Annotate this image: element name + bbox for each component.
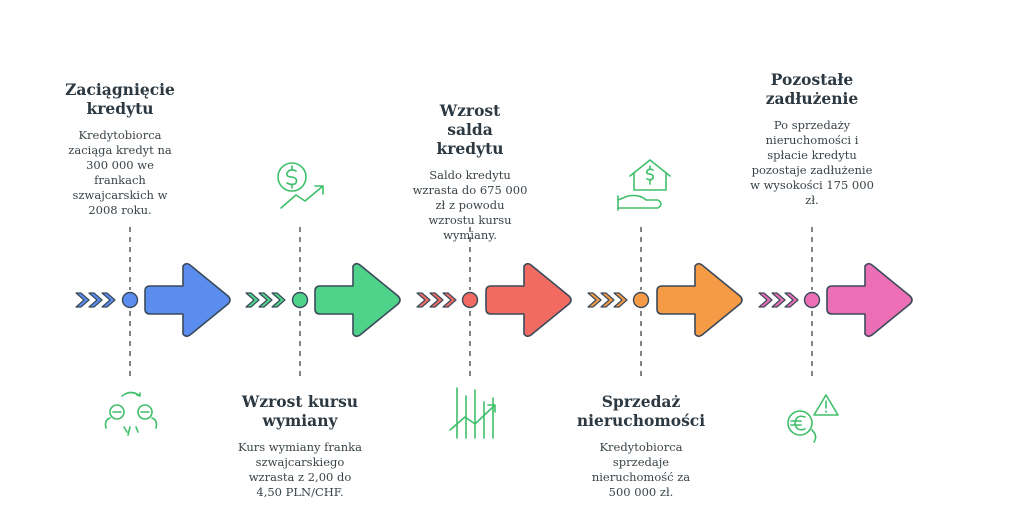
step-1-node bbox=[121, 291, 139, 309]
step-1-description: Kredytobiorca zaciąga kredyt na 300 000 … bbox=[68, 128, 172, 217]
step-3-node bbox=[461, 291, 479, 309]
step-4-chevrons bbox=[587, 292, 628, 308]
step-5-node bbox=[803, 291, 821, 309]
step-3-arrow bbox=[485, 262, 572, 338]
step-4-arrow bbox=[656, 262, 743, 338]
growth-bars-icon bbox=[449, 387, 496, 439]
step-1-title: Zaciągnięcie kredytu bbox=[65, 80, 175, 118]
step-5-arrow bbox=[826, 262, 913, 338]
step-5-block: Pozostałe zadłużenie Po sprzedaży nieruc… bbox=[737, 70, 887, 208]
step-5-chevrons bbox=[758, 292, 799, 308]
step-4-node bbox=[632, 291, 650, 309]
euro-warning-icon bbox=[787, 394, 839, 443]
step-1-block: Zaciągnięcie kredytu Kredytobiorca zacią… bbox=[45, 80, 195, 218]
step-2-chevrons bbox=[245, 292, 286, 308]
step-2-node bbox=[291, 291, 309, 309]
step-3-block: Wzrost salda kredytu Saldo kredytu wzras… bbox=[395, 101, 545, 243]
step-1-chevrons bbox=[75, 292, 116, 308]
exchange-icon bbox=[104, 391, 158, 436]
step-5-description: Po sprzedaży nieruchomości i spłacie kre… bbox=[750, 118, 874, 207]
step-3-title: Wzrost salda kredytu bbox=[436, 101, 504, 158]
dollar-growth-icon bbox=[277, 162, 324, 209]
step-2-title: Wzrost kursu wymiany bbox=[241, 392, 359, 430]
step-2-description: Kurs wymiany franka szwajcarskiego wzras… bbox=[238, 440, 362, 499]
step-3-description: Saldo kredytu wzrasta do 675 000 zł z po… bbox=[412, 168, 528, 242]
step-4-title: Sprzedaż nieruchomości bbox=[576, 392, 706, 430]
step-4-description: Kredytobiorca sprzedaje nieruchomość za … bbox=[591, 440, 691, 499]
house-dollar-icon bbox=[617, 159, 671, 211]
step-3-chevrons bbox=[416, 292, 457, 308]
step-5-title: Pozostałe zadłużenie bbox=[765, 70, 859, 108]
step-1-arrow bbox=[144, 262, 231, 338]
step-4-block: Sprzedaż nieruchomości Kredytobiorca spr… bbox=[566, 392, 716, 500]
step-2-arrow bbox=[314, 262, 401, 338]
step-2-block: Wzrost kursu wymiany Kurs wymiany franka… bbox=[225, 392, 375, 500]
